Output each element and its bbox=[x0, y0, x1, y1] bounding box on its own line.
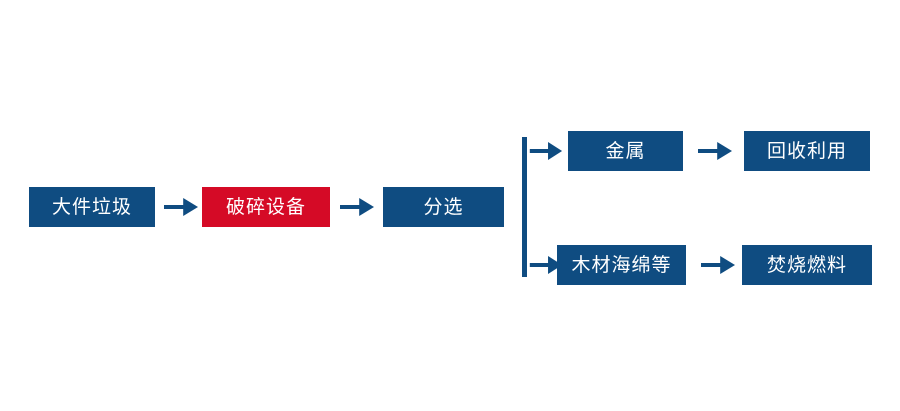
flow-node-wood-sponge[interactable]: 木材海绵等 bbox=[557, 245, 686, 285]
arrow-right-icon-branch-to-wood bbox=[526, 250, 564, 280]
flow-node-recycle[interactable]: 回收利用 bbox=[744, 131, 870, 171]
arrow-right-icon-metal-to-recycle bbox=[694, 136, 734, 166]
flow-node-metal[interactable]: 金属 bbox=[568, 131, 683, 171]
arrow-right-icon-wood-to-incin bbox=[697, 250, 737, 280]
arrow-right-icon-waste-to-crusher bbox=[160, 192, 200, 222]
branch-connector-line bbox=[522, 137, 527, 277]
arrow-right-icon-crusher-to-sorting bbox=[336, 192, 376, 222]
flow-node-incineration[interactable]: 焚烧燃料 bbox=[742, 245, 872, 285]
flow-node-sorting[interactable]: 分选 bbox=[383, 187, 504, 227]
arrow-right-icon-branch-to-metal bbox=[526, 136, 564, 166]
flow-node-crusher[interactable]: 破碎设备 bbox=[202, 187, 330, 227]
flow-node-bulky-waste[interactable]: 大件垃圾 bbox=[29, 187, 155, 227]
